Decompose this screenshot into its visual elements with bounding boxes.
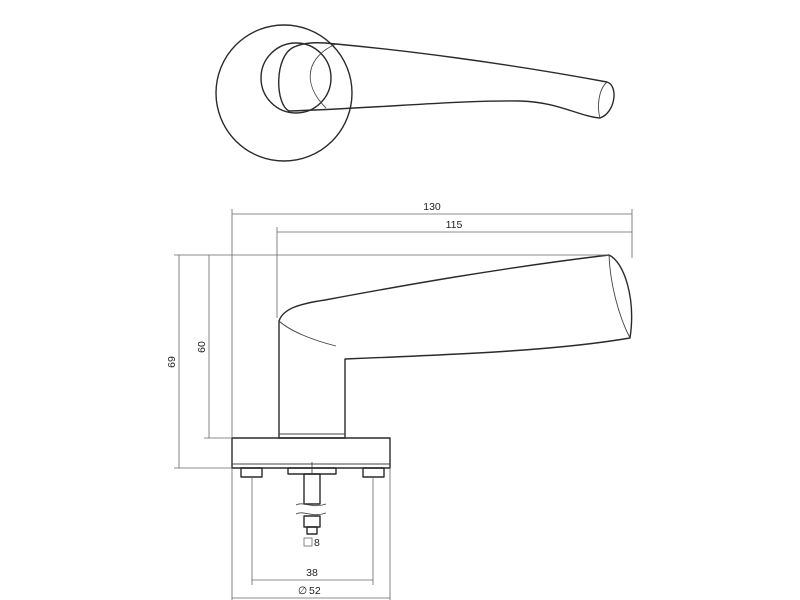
spindle-tip xyxy=(306,526,318,535)
rose-outer-circle xyxy=(215,24,353,162)
lever-neck-curve-side xyxy=(278,320,337,347)
rose-inner-circle xyxy=(260,42,332,114)
rose-plate xyxy=(231,437,391,469)
spindle-break-lines xyxy=(295,503,327,516)
dim-38-label: 38 xyxy=(306,567,318,579)
dim-69-label: 69 xyxy=(166,356,178,368)
lever-neck-curve xyxy=(309,43,337,109)
dim-115-label: 115 xyxy=(446,219,463,231)
dim-square-label: 8 xyxy=(314,537,320,549)
lever-top-outline xyxy=(278,42,615,119)
dim-52-label: 52 xyxy=(309,585,321,597)
dimensions: 130 115 69 60 8 38 ∅ 52 xyxy=(166,201,633,600)
square-symbol xyxy=(303,537,313,547)
top-view xyxy=(215,24,615,162)
dim-60-label: 60 xyxy=(196,341,208,353)
lever-tip-curve xyxy=(598,81,608,119)
dim-52-symbol: ∅ xyxy=(298,585,307,597)
spindle-lower xyxy=(303,515,321,528)
spindle-upper xyxy=(303,473,321,505)
lever-tip-curve-side xyxy=(608,254,631,339)
dim-130-label: 130 xyxy=(423,201,441,213)
side-view xyxy=(231,254,633,535)
screw-post-right xyxy=(362,467,385,478)
lever-side-outline xyxy=(278,254,633,439)
screw-post-left xyxy=(240,467,263,478)
